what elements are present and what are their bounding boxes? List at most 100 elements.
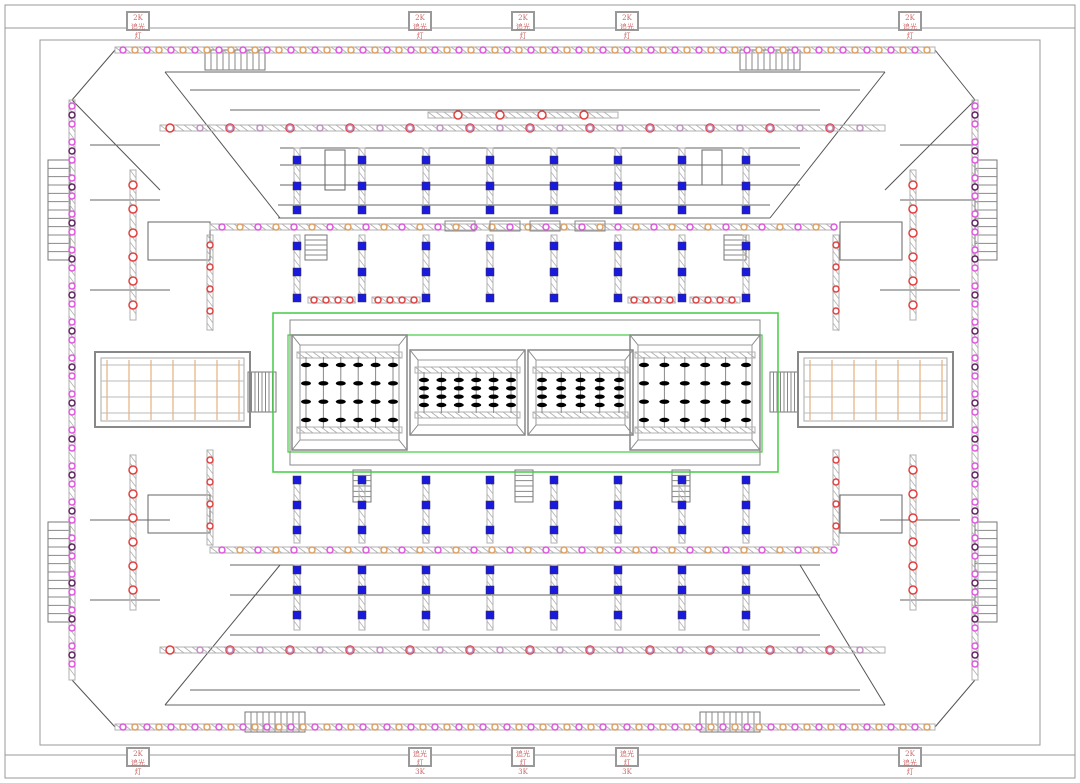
beam-light (203, 723, 211, 731)
moving-head-light (485, 500, 495, 510)
moving-head-light (485, 155, 495, 165)
wash-light (706, 646, 714, 654)
truss-lattice (642, 351, 652, 359)
wash-light (326, 223, 334, 231)
truss (114, 723, 936, 731)
truss-lattice (746, 351, 756, 359)
truss-lattice (909, 502, 917, 512)
seating-block (324, 149, 346, 191)
wash-light (796, 646, 804, 654)
truss-lattice (751, 124, 761, 132)
truss-lattice (293, 485, 301, 495)
truss-lattice (801, 223, 811, 231)
truss-lattice (742, 171, 750, 181)
truss-lattice (403, 296, 413, 304)
profile-light (832, 500, 840, 508)
wash-light (695, 723, 703, 731)
truss-lattice (909, 169, 917, 179)
beam-light (707, 723, 715, 731)
truss-lattice (607, 646, 617, 654)
par-light (537, 377, 547, 383)
par-light (471, 377, 482, 383)
profile-light (128, 465, 138, 475)
profile-light (579, 110, 589, 120)
pod-edge (527, 424, 537, 436)
beam-light (491, 46, 499, 54)
truss-lattice (550, 195, 558, 205)
truss-lattice (785, 546, 795, 554)
par-light (575, 394, 586, 399)
beam-light (707, 46, 715, 54)
par-light (614, 394, 624, 399)
truss-lattice (425, 223, 435, 231)
truss (114, 46, 936, 54)
truss-lattice (358, 509, 366, 519)
pod-edge (291, 439, 301, 451)
beam-light (323, 723, 331, 731)
wash-light (383, 723, 391, 731)
wash-light (551, 723, 559, 731)
wash-light (119, 723, 127, 731)
moving-head-light (741, 155, 751, 165)
moving-head-light (357, 565, 367, 575)
beam-light (875, 723, 883, 731)
truss (634, 351, 756, 359)
truss-lattice (817, 546, 827, 554)
moving-head-light (421, 525, 431, 535)
beam-light (560, 546, 568, 554)
wash-light (736, 124, 744, 132)
truss-lattice (446, 366, 456, 374)
truss-lattice (478, 411, 488, 419)
par-light (488, 377, 499, 383)
par-light (659, 362, 670, 368)
truss-lattice (427, 111, 437, 119)
truss-lattice (455, 124, 465, 132)
truss-lattice (511, 646, 521, 654)
wash-light (254, 223, 262, 231)
truss-lattice (486, 509, 494, 519)
truss-lattice (358, 147, 366, 157)
seating-block (839, 494, 903, 534)
wash-light (887, 46, 895, 54)
truss-lattice (129, 502, 137, 512)
truss-lattice (746, 426, 756, 434)
wash-light (436, 646, 444, 654)
moving-head-light (292, 205, 302, 215)
moving-head-light (357, 525, 367, 535)
wash-light (646, 124, 654, 132)
truss-lattice (871, 646, 881, 654)
wash-light (526, 646, 534, 654)
truss-lattice (553, 223, 563, 231)
wash-light (434, 546, 442, 554)
moving-head-light (485, 525, 495, 535)
truss-lattice (479, 124, 489, 132)
par-light (639, 399, 649, 404)
moving-head-light (741, 565, 751, 575)
truss (909, 454, 917, 611)
truss-lattice (175, 646, 185, 654)
truss-lattice (296, 426, 306, 434)
par-light (419, 402, 429, 408)
truss-lattice (422, 234, 430, 244)
beam-light (275, 723, 283, 731)
truss-lattice (206, 465, 214, 475)
wash-light (215, 46, 223, 54)
truss-lattice (497, 546, 507, 554)
moving-head-light (292, 475, 302, 485)
truss-lattice (497, 223, 507, 231)
truss-lattice (503, 124, 513, 132)
wash-light (911, 723, 919, 731)
par-light (720, 381, 731, 386)
wash-light (599, 723, 607, 731)
moving-head-light (677, 525, 687, 535)
wash-light (796, 124, 804, 132)
truss-lattice (730, 351, 740, 359)
truss-lattice (353, 223, 363, 231)
par-light (335, 362, 346, 368)
wash-light (722, 546, 730, 554)
profile-light (206, 500, 214, 508)
truss-lattice (572, 366, 582, 374)
moving-head-light (421, 205, 431, 215)
moving-head-light (357, 267, 367, 277)
